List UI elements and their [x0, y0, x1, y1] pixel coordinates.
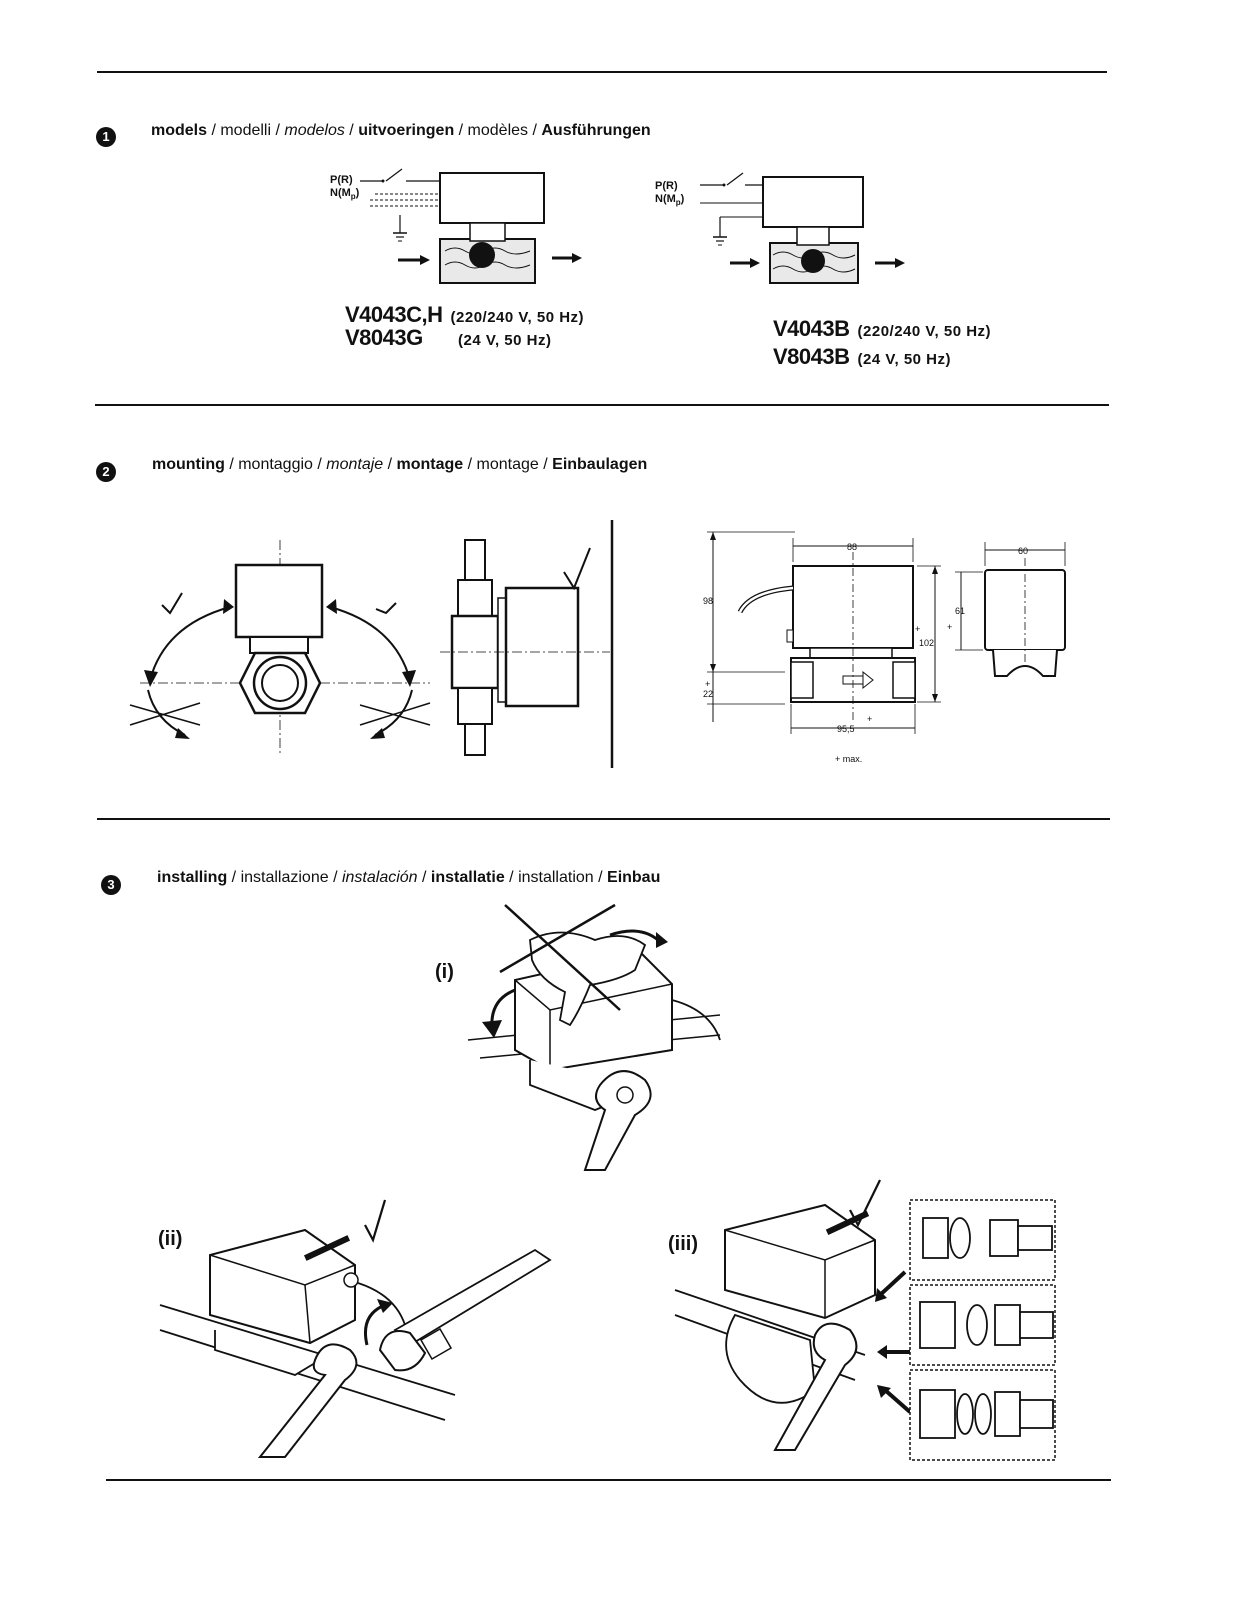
install-step-3-illustration: (iii)	[668, 1179, 1056, 1461]
dim-actuator-height: 61	[955, 606, 965, 616]
bottom-rule	[106, 1479, 1111, 1481]
dim-pipe-offset: 22	[703, 689, 713, 699]
dim-depth: 60	[1018, 546, 1028, 556]
neutral-label-close: )	[356, 187, 360, 199]
heading-part: /	[383, 456, 397, 473]
heading-part: models	[151, 122, 208, 139]
heading-part: modelos	[284, 122, 345, 139]
heading-part: /	[344, 122, 359, 139]
heading-part: Ausführungen	[541, 122, 651, 139]
neutral-label: N(Mp)	[330, 187, 360, 201]
neutral-label-sub: p	[351, 192, 356, 201]
phase-label: P(R)	[655, 180, 678, 192]
mounting-orientation-diagram	[129, 540, 431, 755]
heading-part: / modèles /	[454, 122, 542, 139]
heading-part: / installazione /	[227, 869, 342, 886]
dim-height-total: 98	[703, 596, 713, 606]
model-right-2: V8043B (24 V, 50 Hz)	[773, 344, 951, 370]
model-spec: (220/240 V, 50 Hz)	[857, 323, 992, 340]
neutral-label: N(Mp)	[655, 193, 685, 207]
model-left-2: V8043G (24 V, 50 Hz)	[345, 325, 552, 351]
dim-note: + max.	[835, 754, 862, 764]
neutral-label-close: )	[681, 193, 685, 205]
dim-plus-d: +	[947, 622, 952, 632]
heading-part: installatie	[430, 869, 505, 886]
heading-part: /	[417, 869, 431, 886]
model-code: V8043G	[345, 325, 423, 350]
heading-part: Einbau	[607, 869, 661, 886]
model-spec: (220/240 V, 50 Hz)	[450, 309, 585, 326]
dim-plus-a: +	[705, 679, 710, 689]
heading-part: montage	[396, 456, 464, 473]
model-left-1: V4043C,H (220/240 V, 50 Hz)	[345, 302, 584, 328]
model-spec: (24 V, 50 Hz)	[857, 351, 952, 368]
neutral-label-main: N(M	[655, 193, 676, 205]
wiring-diagram-right: P(R) N(Mp)	[655, 172, 905, 284]
dim-plus-c: +	[867, 714, 872, 724]
heading-part: uitvoeringen	[358, 122, 455, 139]
section-divider-2	[97, 818, 1110, 820]
dim-plus-b: +	[915, 624, 920, 634]
model-right-1: V4043B (220/240 V, 50 Hz)	[773, 316, 991, 342]
section-number-2: 2	[96, 462, 116, 482]
dim-height-body: 102	[919, 638, 934, 648]
heading-part: installing	[157, 869, 228, 886]
install-step-2-illustration: (ii)	[158, 1199, 552, 1458]
dim-valve-length: 95,5	[837, 724, 855, 734]
install-step-1-illustration: (i)	[435, 903, 721, 1171]
dimension-drawing: 98 + 22 88 + 102 + 95,5 + max. 60 61 +	[703, 531, 1066, 764]
section-heading-3: installing / installazione / instalación…	[157, 869, 660, 887]
model-code: V4043C,H	[345, 302, 443, 327]
heading-part: mounting	[152, 456, 225, 473]
section-heading-1: models / modelli / modelos / uitvoeringe…	[151, 122, 651, 140]
heading-part: / montage /	[463, 456, 553, 473]
model-code: V4043B	[773, 316, 850, 341]
wiring-diagram-left: P(R) N(Mp)	[330, 168, 582, 284]
heading-part: / montaggio /	[224, 456, 327, 473]
heading-part: / installation /	[504, 869, 608, 886]
section-heading-2: mounting / montaggio / montaje / montage…	[152, 456, 647, 474]
section-number-1: 1	[96, 127, 116, 147]
dim-width: 88	[847, 542, 857, 552]
neutral-label-main: N(M	[330, 187, 351, 199]
heading-part: instalación	[341, 869, 418, 886]
section-divider-1	[95, 404, 1109, 406]
heading-part: / modelli /	[207, 122, 285, 139]
step-label-1: (i)	[435, 961, 454, 983]
heading-part: montaje	[326, 456, 384, 473]
side-mount-diagram	[440, 520, 614, 768]
section-number-3: 3	[101, 875, 121, 895]
step-label-3: (iii)	[668, 1233, 698, 1255]
model-code: V8043B	[773, 344, 850, 369]
neutral-label-sub: p	[676, 198, 681, 207]
phase-label: P(R)	[330, 174, 353, 186]
top-rule	[97, 71, 1107, 73]
heading-part: Einbaulagen	[552, 456, 648, 473]
step-label-2: (ii)	[158, 1228, 182, 1250]
model-spec: (24 V, 50 Hz)	[458, 332, 552, 349]
